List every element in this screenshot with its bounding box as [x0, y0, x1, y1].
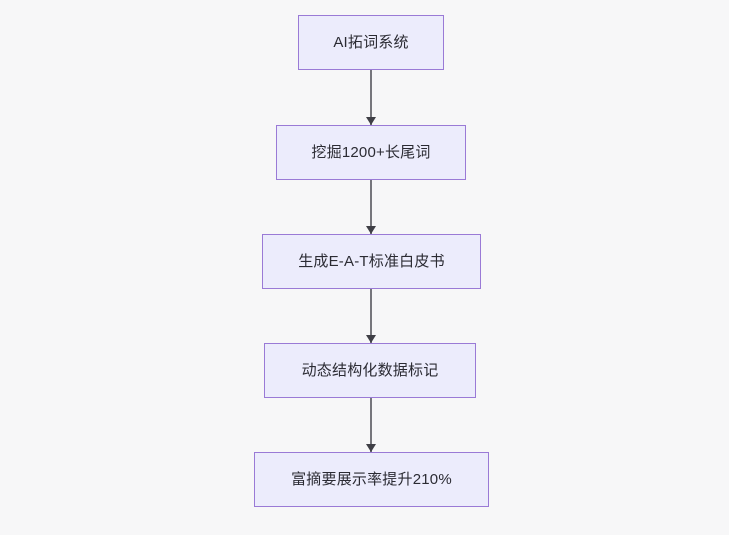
connector-line [370, 398, 372, 452]
connector-line [370, 289, 372, 343]
flow-node-n2[interactable]: 挖掘1200+长尾词 [276, 125, 466, 180]
arrowhead-icon [366, 335, 376, 343]
flow-node-n5[interactable]: 富摘要展示率提升210% [254, 452, 489, 507]
flow-node-n1[interactable]: AI拓词系统 [298, 15, 444, 70]
connector-line [370, 180, 372, 234]
flow-node-n4[interactable]: 动态结构化数据标记 [264, 343, 476, 398]
arrowhead-icon [366, 226, 376, 234]
flow-node-n3[interactable]: 生成E-A-T标准白皮书 [262, 234, 481, 289]
arrowhead-icon [366, 117, 376, 125]
arrowhead-icon [366, 444, 376, 452]
connector-line [370, 70, 372, 125]
